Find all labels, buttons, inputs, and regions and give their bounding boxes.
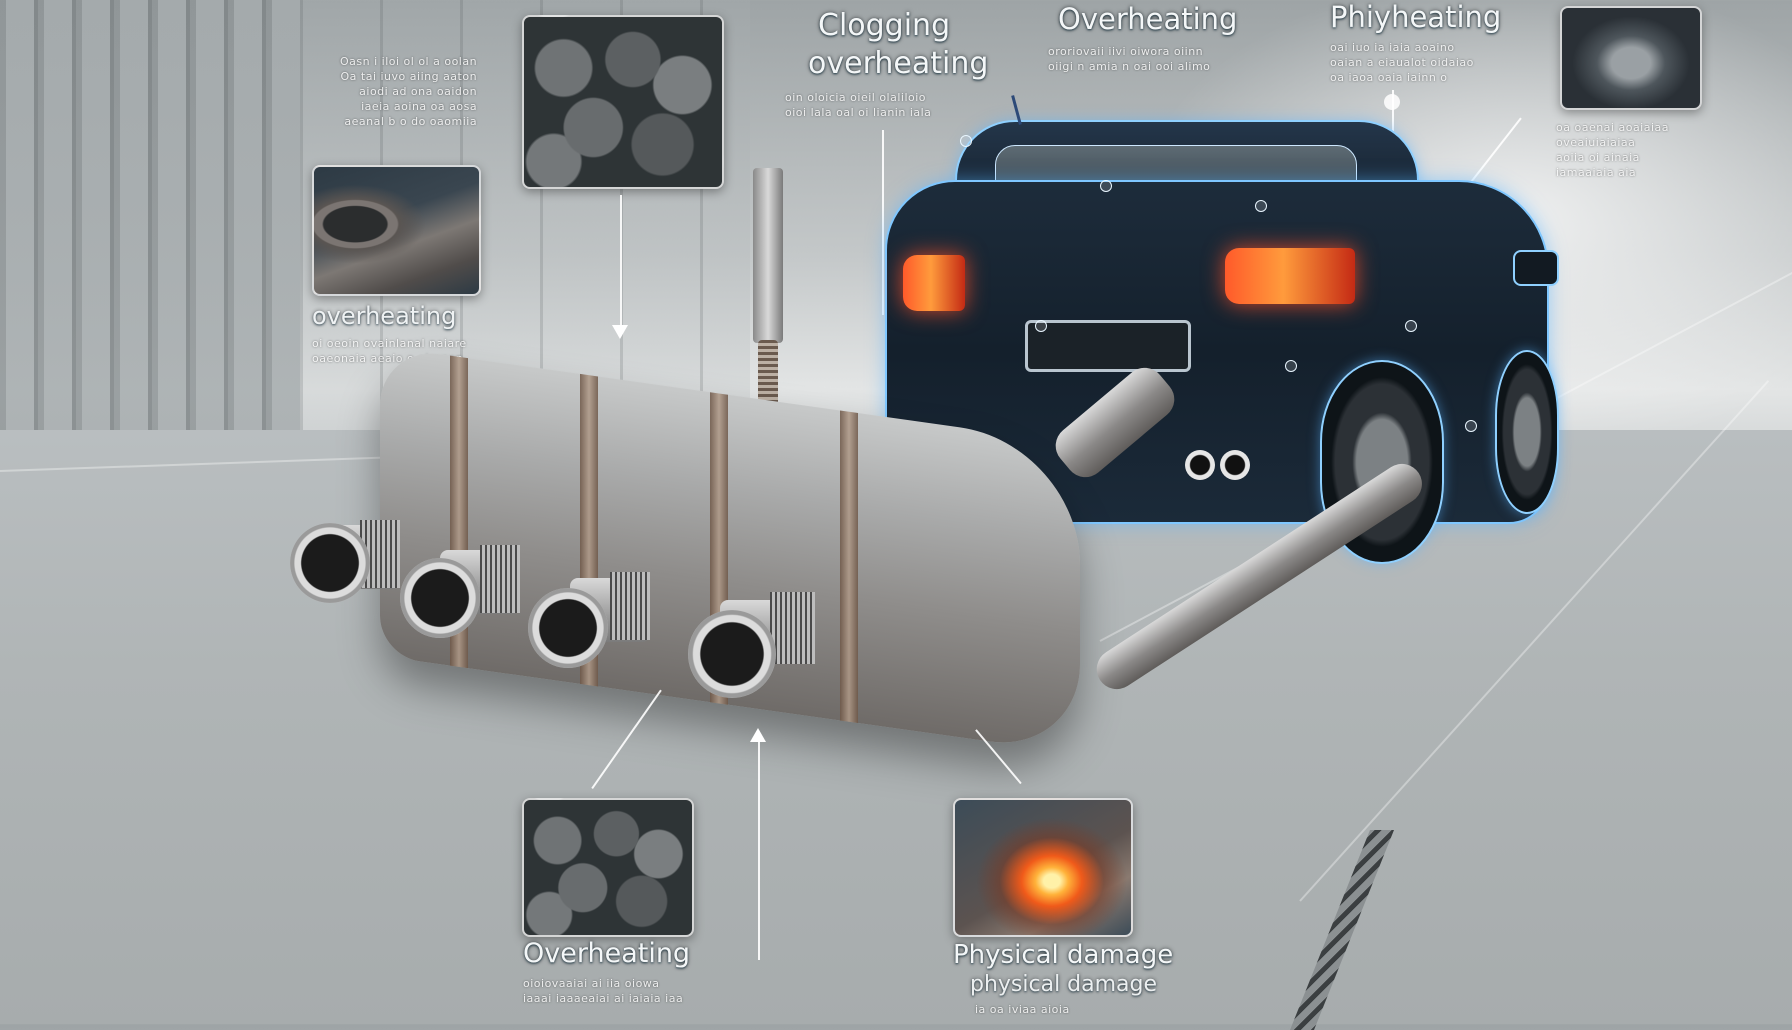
diagnostic-point [1405,320,1417,332]
callout-arrow-line [620,195,622,325]
side-mirror [1513,250,1559,286]
callout-line: oioi lala oal oi lianin iala [785,106,932,119]
callout-arrow-line [1392,90,1394,150]
callout-physical-damage-text: ia oa iviaa aioia [975,1002,1070,1017]
callout-line: oioiovaaiai ai iia oiowa [523,977,660,990]
callout-line: aeanal b o do oaomiia [344,115,478,128]
callout-line: oin oloicia oieil olaliloio [785,91,927,104]
pipe-closeup-image [312,165,481,296]
sensor-threads [758,340,778,410]
callout-line: oi oeoin ovainlanal naiare [312,337,467,350]
callout-title-physical-damage: Physical damage [953,940,1174,970]
clogged-soot-image [522,15,724,189]
outlet-threads [480,545,520,613]
license-plate [1025,320,1191,372]
callout-top-left-text: Oasn i iloi ol ol a oolan Oa tai iuvo ai… [340,54,477,129]
callout-line: aoiia oi ainaia [1556,151,1640,164]
callout-subtitle-physical-damage: physical damage [970,972,1158,997]
callout-title-clogging: Clogging [818,8,951,43]
callout-arrow-line [758,740,760,960]
callout-line: ororiovaii iivi oiwora oiinn [1048,45,1204,58]
arrow-down-icon [612,325,628,339]
callout-title-overheating-top: Overheating [1058,2,1238,36]
arrow-up-icon [750,728,766,742]
outlet-pipe-2 [400,558,480,638]
callout-line: oaian a eiaualot oidaiao [1330,56,1474,69]
callout-line: Oa tai iuvo aiing aaton [340,70,478,83]
exhaust-tip [1185,450,1215,480]
callout-overheating-top-text: ororiovaii iivi oiwora oiinn oiigi n ami… [1048,44,1210,74]
callout-line: iaaai iaaaeaiai ai iaiaia iaa [523,992,684,1005]
callout-line: oa oaenai aoaiaiaa [1556,121,1670,134]
soot-pellets-image [522,798,694,937]
callout-title-overheating-left: overheating [312,302,457,330]
callout-arrow-line [882,130,884,315]
callout-title-clogging-overheating: overheating [808,46,989,81]
outlet-threads [610,572,650,640]
callout-line: oiigi n amia n oai ooi alimo [1048,60,1211,73]
callout-clogging-text: oin oloicia oieil olaliloio oioi lala oa… [785,90,931,120]
callout-line: aiodi ad ona oaidon [359,85,478,98]
diagnostic-point [960,135,972,147]
oxygen-sensor [753,168,783,343]
diagnostic-point [1035,320,1047,332]
slatted-wall [0,0,300,440]
callout-line: oai iuo ia iaia aoaino [1330,41,1455,54]
diagnostic-point [1285,360,1297,372]
outlet-pipe-4 [688,610,776,698]
callout-line: iaeia aoina oa aosa [361,100,478,113]
burning-pipe-image [953,798,1133,937]
engine-component-image [1560,6,1702,110]
holographic-car [885,95,1585,564]
diagnostic-point [1255,200,1267,212]
callout-line: oveaiuiaiaiaa [1556,136,1636,149]
diagnostic-point [1100,180,1112,192]
callout-line: Oasn i iloi ol ol a oolan [340,55,478,68]
callout-title-phyheating: Phiyheating [1330,0,1502,34]
callout-overheating-bottom-text: oioiovaaiai ai iia oiowa iaaai iaaaeaiai… [523,976,683,1006]
exhaust-tip [1220,450,1250,480]
callout-line: ia oa iviaa aioia [975,1003,1070,1016]
outlet-pipe-3 [528,588,608,668]
callout-phyheating-text: oai iuo ia iaia aoaino oaian a eiaualot … [1330,40,1474,85]
car-front-wheel [1495,350,1559,514]
callout-line: iamaaiaia aia [1556,166,1637,179]
outlet-pipe-1 [290,523,370,603]
callout-right-text: oa oaenai aoaiaiaa oveaiuiaiaiaa aoiia o… [1556,120,1669,180]
callout-line: oa iaoa oaia iainn o [1330,71,1448,84]
diagnostic-point [1465,420,1477,432]
tail-light-left [903,255,965,311]
tail-light-right [1225,248,1355,304]
outlet-threads [770,592,815,664]
weld-seam [840,410,858,723]
pin-marker-icon [1384,94,1400,110]
callout-title-overheating-bottom: Overheating [523,938,691,969]
